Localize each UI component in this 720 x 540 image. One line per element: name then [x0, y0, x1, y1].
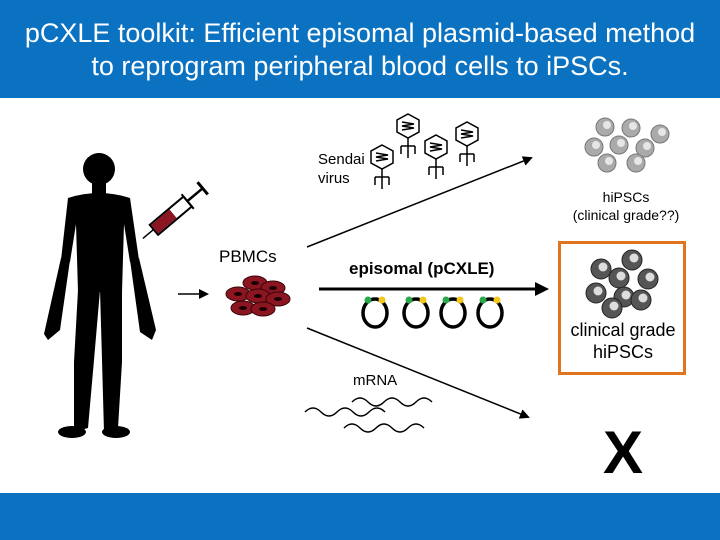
arrow-sendai-path [306, 156, 533, 248]
clinical-grade-highlight-box [558, 241, 686, 375]
sendai-virus-icon [370, 113, 479, 189]
title-line-2: to reprogram peripheral blood cells to i… [91, 51, 629, 81]
mrna-strands-icon [304, 397, 433, 433]
sendai-label-line-2: virus [318, 170, 350, 187]
pbmcs-label: PBMCs [219, 247, 277, 266]
plasmid-icons [361, 296, 504, 329]
human-silhouette-icon [44, 153, 156, 438]
footer-banner [0, 493, 720, 540]
pbmc-cluster-icon [225, 275, 291, 317]
clinical-label-line-2: hiPSCs [592, 342, 654, 362]
arrow-mrna-path [306, 327, 530, 419]
syringe-icon [142, 181, 209, 240]
hipsc-cluster-top-icon [584, 117, 670, 173]
sendai-label-line-1: Sendai [318, 151, 365, 168]
failure-x-mark: X [603, 419, 644, 486]
mrna-label: mRNA [353, 372, 398, 389]
hipscs-top-label: hiPSCs (clinical grade??) [566, 188, 686, 224]
title-banner: pCXLE toolkit: Efficient episomal plasmi… [0, 0, 720, 98]
clinical-label-line-1: clinical grade [570, 320, 676, 340]
sendai-virus-label: Sendai virus [318, 150, 365, 188]
title-line-1: pCXLE toolkit: Efficient episomal plasmi… [24, 18, 696, 48]
clinical-grade-label: clinical grade hiPSCs [558, 319, 688, 363]
hipscs-label-line-2: (clinical grade??) [572, 207, 680, 223]
hipsc-cluster-clinical-icon [585, 249, 659, 319]
episomal-label: episomal (pCXLE) [349, 259, 495, 278]
hipscs-label-line-1: hiPSCs [602, 189, 650, 205]
